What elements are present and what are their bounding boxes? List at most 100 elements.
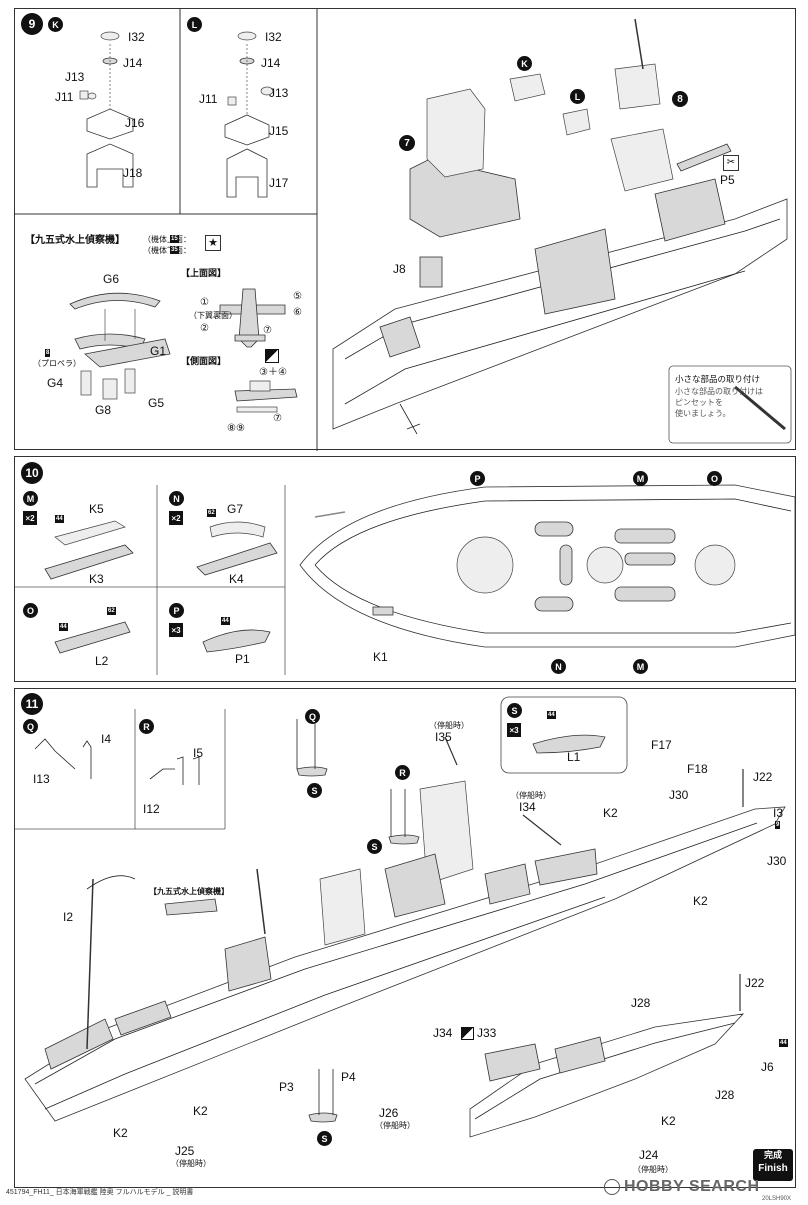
color-number: 44	[221, 617, 230, 625]
color-pattern-icon	[265, 349, 279, 363]
part-label: F17	[651, 738, 672, 752]
part-label: J16	[125, 116, 145, 130]
part-label: J15	[269, 124, 289, 138]
part-label: G8	[95, 403, 112, 417]
color-number: 44	[55, 515, 64, 523]
moored-note: （停船時）	[633, 1165, 673, 1174]
part-label: L2	[95, 654, 109, 668]
part-label: J11	[55, 90, 74, 104]
part-label: J13	[269, 86, 289, 100]
callout: ⑥	[293, 307, 302, 318]
callout: ③＋④	[259, 367, 287, 378]
side-view-label: 【側面図】	[181, 356, 227, 366]
moored-note: （停船時）	[171, 1159, 211, 1168]
callout: ⑤	[293, 291, 302, 302]
sub-assembly-p-badge: P	[169, 603, 184, 618]
footer-text: 451794_FH11_ 日本海軍戦艦 陸奥 フルハルモデル _ 説明書	[6, 1189, 194, 1196]
moored-note: （停船時）	[375, 1121, 415, 1130]
seaplane-label: 【九五式水上偵察機】	[149, 887, 229, 896]
part-label: J28	[715, 1088, 735, 1102]
part-label: K2	[193, 1104, 208, 1118]
color-number: 35	[170, 246, 179, 254]
sub-assembly-n-badge: N	[169, 491, 184, 506]
step-7-badge: 7	[399, 135, 415, 151]
finish-label-en: Finish	[758, 1163, 788, 1174]
step-10-panel: 10 M ×2 44 K5 K3 N ×2 62 G7 K4 O 44 62 L…	[14, 456, 796, 682]
part-label: I35	[435, 730, 452, 744]
quantity-badge: ×2	[169, 511, 183, 525]
sub-assembly-q-badge: Q	[23, 719, 38, 734]
part-label: I5	[193, 746, 204, 760]
sub-assembly-l-badge: L	[187, 17, 202, 32]
sub-assembly-r-badge: R	[395, 765, 410, 780]
part-label: K4	[229, 572, 244, 586]
part-label: K3	[89, 572, 104, 586]
color-number: 44	[547, 711, 556, 719]
part-label: K1	[373, 650, 388, 664]
part-label: J30	[767, 854, 787, 868]
part-label: I34	[519, 800, 536, 814]
l-assembly-drawing	[224, 31, 274, 198]
part-label: I3	[773, 806, 784, 820]
part-label: G7	[227, 502, 244, 516]
part-label: J14	[123, 56, 143, 70]
part-label: I2	[63, 910, 74, 924]
tip-body: 小さな部品の取り付けは	[675, 387, 763, 396]
step-9-drawings	[15, 9, 792, 451]
tip-title: 小さな部品の取り付け	[675, 374, 761, 384]
body-top-label: （機体上面：	[143, 235, 191, 244]
sub-assembly-q-badge: Q	[305, 709, 320, 724]
part-label: K2	[661, 1114, 676, 1128]
callout: ⑧⑨	[227, 423, 245, 434]
moored-note: （停船時）	[511, 791, 551, 800]
top-view-label: 【上面図】	[181, 268, 227, 278]
part-label: J11	[199, 92, 218, 106]
finish-badge: 完成 Finish	[753, 1149, 793, 1181]
part-label: I32	[265, 30, 282, 44]
tip-body: ピンセットを	[675, 398, 723, 407]
sub-assembly-m-badge: M	[633, 659, 648, 674]
logo-icon	[604, 1179, 620, 1195]
part-label: G4	[47, 376, 64, 390]
color-number: 9	[775, 821, 781, 829]
part-label: J24	[639, 1148, 659, 1162]
moored-note: （停船時）	[429, 721, 469, 730]
color-number: 62	[107, 607, 116, 615]
part-label: J22	[745, 976, 765, 990]
star-icon: ★	[205, 235, 221, 251]
sub-assembly-s-badge: S	[507, 703, 522, 718]
part-label: K5	[89, 502, 104, 516]
finish-label-jp: 完成	[763, 1150, 782, 1160]
sub-assembly-n-badge: N	[551, 659, 566, 674]
step-11-drawings	[15, 696, 786, 1138]
propeller-label: （プロペラ）	[33, 359, 81, 368]
callout: ⑦	[263, 325, 272, 336]
part-label: J22	[753, 770, 773, 784]
step-10-drawings	[15, 484, 796, 675]
part-label: L1	[567, 750, 581, 764]
sub-assembly-p-badge: P	[470, 471, 485, 486]
callout: ⑦	[273, 413, 282, 424]
part-label: I4	[101, 732, 112, 746]
sub-assembly-s-badge: S	[367, 839, 382, 854]
part-label: G1	[150, 344, 167, 358]
part-label: J34	[433, 1026, 453, 1040]
part-label: P4	[341, 1070, 356, 1084]
part-label: K2	[113, 1126, 128, 1140]
under-wing-label: （下翼裏面）	[189, 311, 237, 320]
logo-text: HOBBY SEARCH	[624, 1178, 760, 1195]
color-number: 62	[207, 509, 216, 517]
sub-assembly-k-badge: K	[517, 56, 532, 71]
body-bottom-label: （機体下面：	[143, 246, 191, 255]
sub-assembly-s-badge: S	[317, 1131, 332, 1146]
tip-body: 使いましょう。	[675, 409, 731, 418]
part-label: G6	[103, 272, 120, 286]
sub-assembly-o-badge: O	[707, 471, 722, 486]
seaplane-title: 【九五式水上偵察機】	[25, 235, 125, 246]
k-assembly-drawing	[79, 31, 134, 188]
part-label: I32	[128, 30, 145, 44]
hobby-search-logo: HOBBY SEARCH	[604, 1178, 760, 1196]
sub-assembly-o-badge: O	[23, 603, 38, 618]
part-label: I13	[33, 772, 50, 786]
part-label: P5	[720, 173, 735, 187]
